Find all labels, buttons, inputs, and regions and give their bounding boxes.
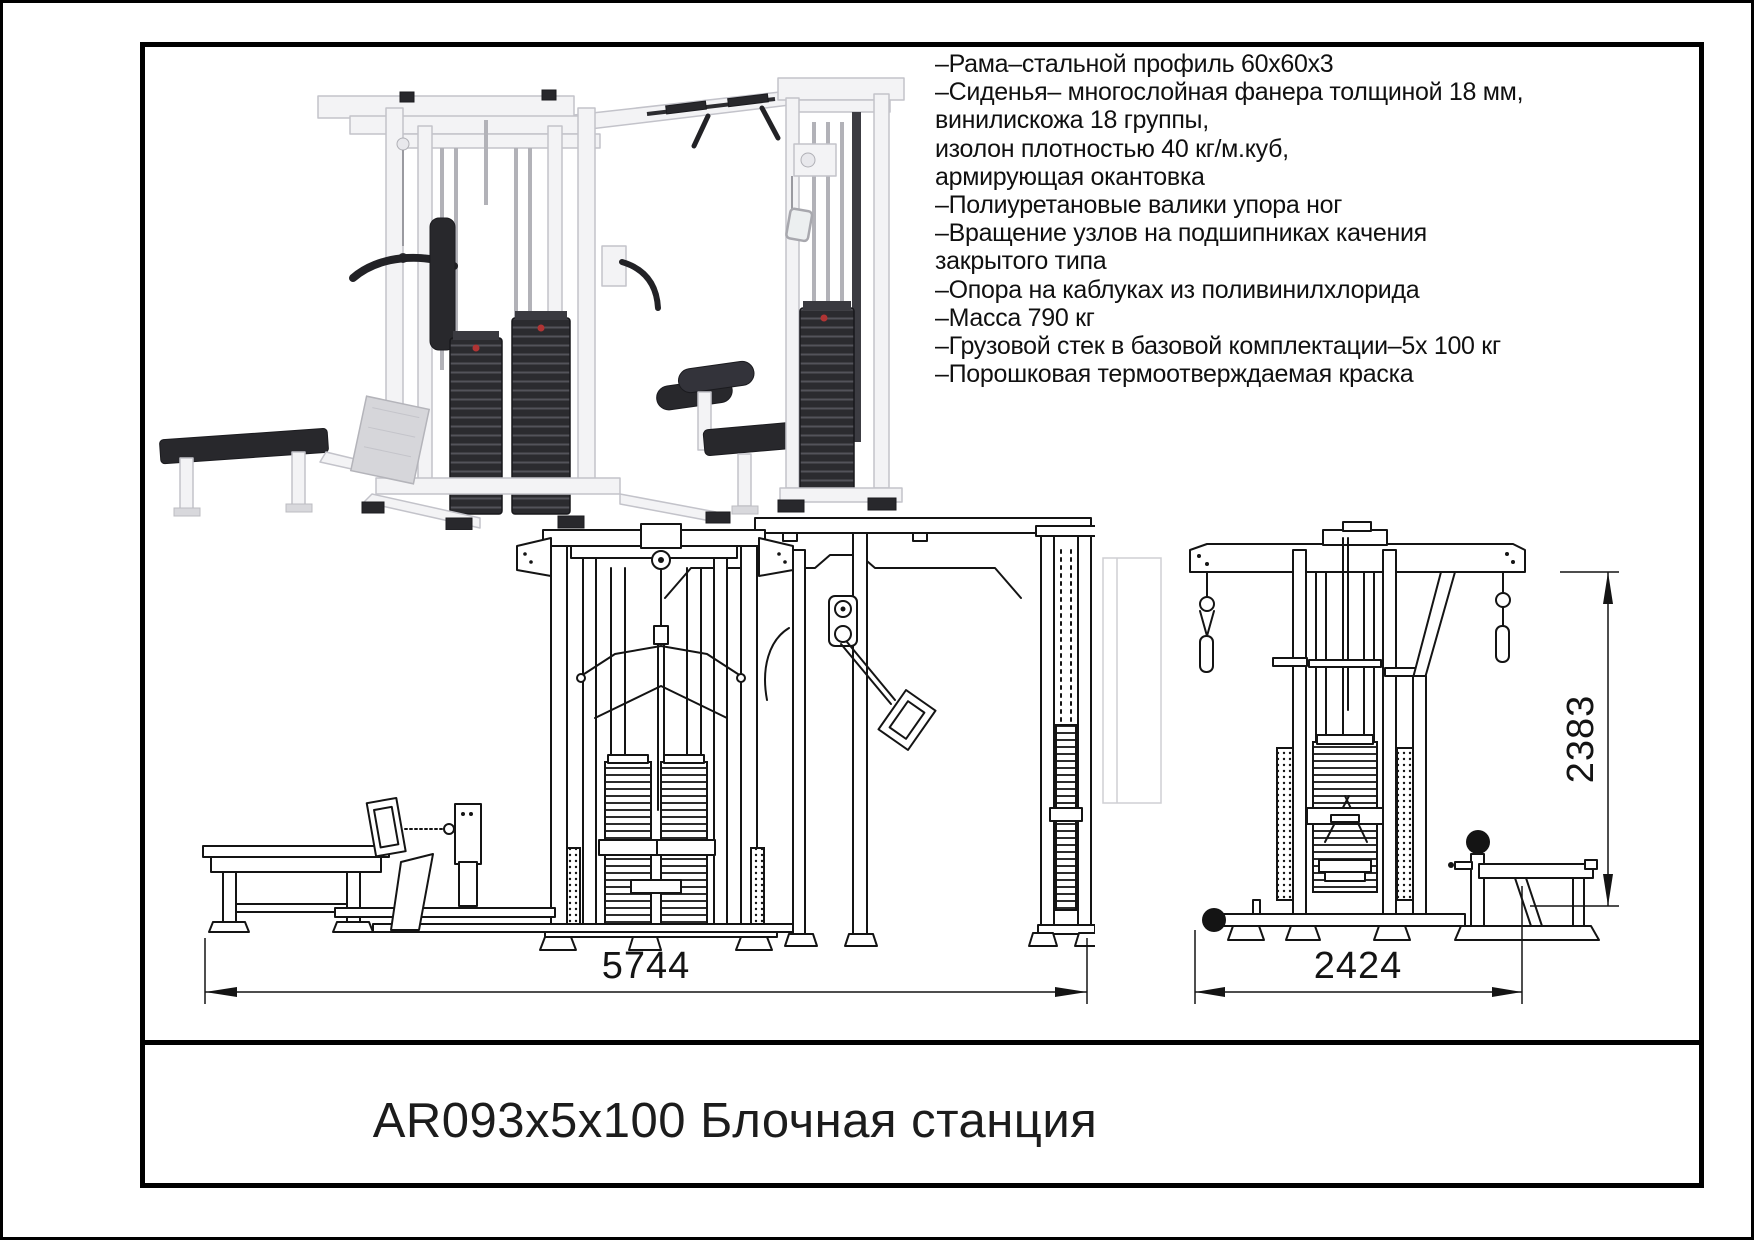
front-overhead-beam xyxy=(664,517,1092,599)
render-right-bench xyxy=(697,391,799,515)
render-weight-stacks xyxy=(449,311,571,515)
spec-line: –Вращение узлов на подшипниках качения xyxy=(935,219,1427,248)
render-base-frame xyxy=(361,477,731,530)
spec-line: –Рама–стальной профиль 60х60х3 xyxy=(935,50,1334,78)
machine-render-3d xyxy=(159,77,905,530)
front-right-station xyxy=(764,532,937,947)
render-right-handle xyxy=(601,245,661,311)
side-ghost-panel xyxy=(1102,557,1162,804)
spec-line: закрытого типа xyxy=(935,247,1107,276)
height-dimension: 2383 xyxy=(1530,571,1619,907)
dimension-height: 2383 xyxy=(1560,695,1602,784)
side-bench xyxy=(1448,830,1600,941)
side-width-dimension: 2424 xyxy=(1194,886,1523,1004)
spec-line: армирующая окантовка xyxy=(935,162,1205,191)
title-block-divider xyxy=(140,1040,1704,1045)
render-press-plate xyxy=(349,395,431,485)
front-view-drawing: 5744 xyxy=(202,517,1095,1004)
side-right-handle xyxy=(1495,571,1511,663)
spec-line: –Порошковая термоотверждаемая краска xyxy=(935,360,1414,389)
render-tower-columns xyxy=(385,107,596,481)
render-crossover-tower xyxy=(777,93,903,513)
spec-list: –Рама–стальной профиль 60х60х3 –Сиденья–… xyxy=(935,50,1560,388)
side-base xyxy=(1202,899,1466,941)
side-left-handle xyxy=(1199,571,1215,673)
spec-line: –Полиуретановые валики упора ног xyxy=(935,191,1343,220)
sheet-inner-border xyxy=(140,42,1704,1188)
spec-line: изолон плотностью 40 кг/м.куб, xyxy=(935,134,1289,163)
dimension-side-width: 2424 xyxy=(1314,945,1403,987)
dimension-front-width: 5744 xyxy=(602,945,691,987)
side-crossbeam xyxy=(1189,521,1526,573)
spec-line: –Сиденья– многослойная фанера толщиной 1… xyxy=(935,78,1524,107)
side-tower xyxy=(1272,537,1420,933)
spec-line: –Грузовой стек в базовой комплектации–5х… xyxy=(935,332,1501,361)
spec-line: –Опора на каблуках из поливинилхлорида xyxy=(935,275,1420,304)
render-back-pad xyxy=(429,217,456,351)
spec-line: винилискожа 18 группы, xyxy=(935,106,1209,135)
drawing-title: AR093x5x100 Блочная станция xyxy=(372,1094,1098,1148)
front-main-tower xyxy=(516,523,794,951)
render-leg-rollers xyxy=(656,360,755,411)
front-bench xyxy=(202,796,794,933)
side-view-drawing: 2424 2383 xyxy=(1102,521,1619,1004)
side-rear-support xyxy=(1412,571,1456,927)
front-width-dimension: 5744 xyxy=(204,938,1088,1004)
spec-line: –Масса 790 кг xyxy=(935,303,1095,332)
front-crossover-column xyxy=(1028,525,1095,947)
